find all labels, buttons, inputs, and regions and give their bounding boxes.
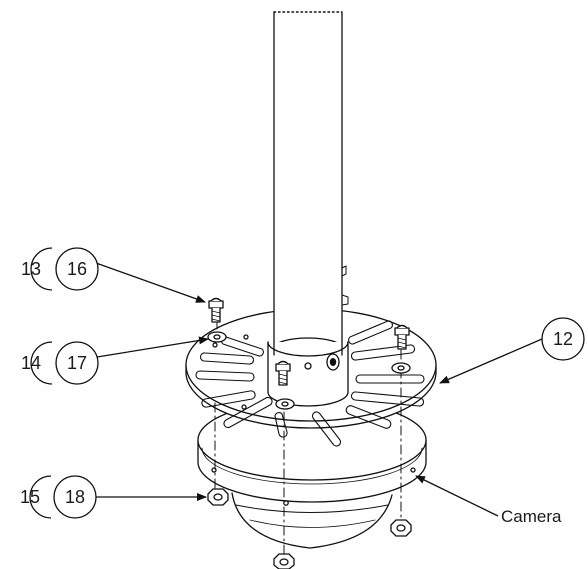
screw-right [394,324,410,350]
screw-top-left [208,297,224,323]
callout-14-17: 14 17 [21,341,99,385]
leader-14-17 [96,336,209,358]
mounting-pole [273,11,343,359]
washer-left [207,331,227,343]
callout-label-15: 15 [20,487,40,507]
pole-adapter-collar [267,341,349,407]
washer-center [275,398,295,410]
nut-bottom [273,553,295,569]
leader-12 [439,338,543,384]
leader-camera [415,475,499,517]
callout-label-18: 18 [65,487,85,507]
callout-label-12: 12 [553,329,573,349]
alignment-lines [214,319,402,556]
callout-13-16: 13 16 [21,247,99,291]
callout-label-16: 16 [67,259,87,279]
camera-dome [231,492,393,549]
camera-label: Camera [501,507,562,526]
callout-label-17: 17 [67,353,87,373]
callout-label-14: 14 [21,353,41,373]
hidden-back-screws [341,265,349,306]
callout-15-18: 15 18 [20,475,97,519]
nut-right [390,519,412,537]
screw-center [275,360,291,386]
callout-12: 12 [541,317,585,361]
nut-left [207,488,229,506]
leader-13-16 [95,262,206,303]
callout-label-13: 13 [21,259,41,279]
washer-right [391,362,411,374]
